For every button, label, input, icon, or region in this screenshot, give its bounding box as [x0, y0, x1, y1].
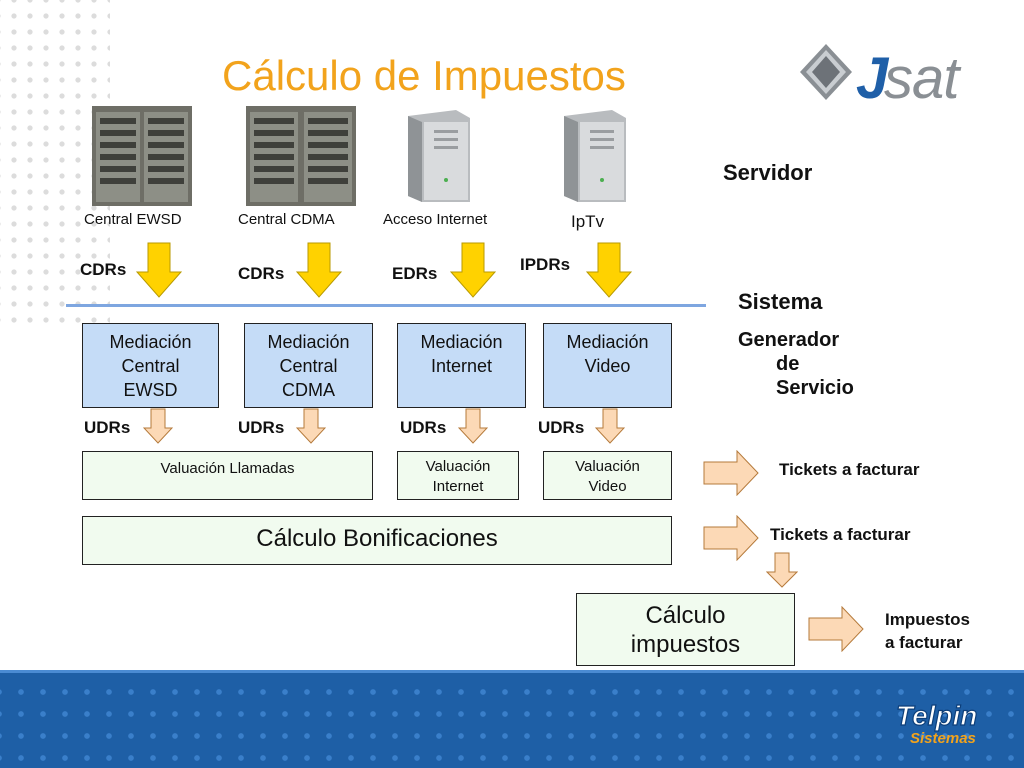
mediation-line: Mediación — [267, 332, 350, 352]
mediation-line: Central — [279, 356, 338, 376]
valuation-box-video: Valuación Video — [543, 451, 672, 500]
diamond-logo-icon — [800, 44, 852, 100]
telephone-exchange-cabinet-icon — [92, 106, 192, 206]
sistemas-logo-text: Sistemas — [910, 730, 976, 747]
bonificaciones-label: Cálculo Bonificaciones — [256, 525, 498, 552]
jsat-logo: J sat — [800, 44, 963, 111]
flow-label-udrs: UDRs — [238, 418, 285, 437]
system-separator-line — [66, 304, 706, 307]
label-servidor: Servidor — [723, 160, 813, 185]
label-generador: Generador — [738, 329, 840, 351]
mediation-line: Internet — [430, 356, 493, 376]
tickets-label: Tickets a facturar — [779, 460, 920, 479]
mediation-box-cdma: Mediación Central CDMA — [244, 323, 373, 408]
down-arrow-icon — [766, 552, 798, 588]
footer-band — [0, 673, 1024, 768]
svg-text:sat: sat — [884, 46, 962, 111]
device-label-ewsd: Central EWSD — [84, 211, 182, 228]
mediation-line: Central — [121, 356, 180, 376]
flow-label-ipdrs: IPDRs — [520, 255, 571, 274]
calculo-impuestos-label: Cálculo — [645, 602, 726, 629]
telpin-logo-text: Telpin — [896, 700, 977, 731]
device-label-iptv: IpTv — [571, 212, 605, 231]
mediation-line: Video — [584, 356, 631, 376]
mediation-line: EWSD — [123, 380, 178, 400]
valuation-label: Valuación — [575, 458, 640, 475]
right-arrow-icon — [703, 515, 759, 561]
footer-edge — [0, 670, 1024, 674]
calculo-impuestos-box: Cálculo impuestos — [576, 593, 795, 666]
down-arrow-icon — [450, 242, 496, 298]
mediation-box-internet: Mediación Internet — [397, 323, 526, 408]
impuestos-out-label: a facturar — [885, 633, 963, 652]
flow-label-udrs: UDRs — [538, 418, 585, 437]
telpin-logo: Telpin Sistemas — [895, 699, 978, 747]
decorative-dot-grid — [0, 0, 110, 330]
impuestos-out-label: Impuestos — [885, 610, 971, 629]
valuation-box-llamadas: Valuación Llamadas — [82, 451, 373, 500]
down-arrow-icon — [296, 242, 342, 298]
valuation-label: Valuación Llamadas — [160, 460, 295, 477]
valuation-label: Valuación — [425, 458, 491, 475]
svg-text:J: J — [856, 46, 890, 111]
page-title: Cálculo de Impuestos — [222, 52, 626, 99]
telephone-exchange-cabinet-icon — [246, 106, 356, 206]
flow-label-udrs: UDRs — [84, 418, 131, 437]
flow-label-udrs: UDRs — [400, 418, 447, 437]
down-arrow-icon — [296, 408, 326, 444]
device-label-internet: Acceso Internet — [383, 211, 488, 228]
valuation-box-internet: Valuación Internet — [397, 451, 519, 500]
flow-label-cdrs-ewsd: CDRs — [80, 260, 127, 279]
tower-server-icon — [408, 110, 470, 202]
down-arrow-icon — [136, 242, 182, 298]
right-arrow-icon — [808, 606, 864, 652]
mediation-line: Mediación — [109, 332, 192, 352]
device-label-cdma: Central CDMA — [238, 211, 335, 228]
flow-label-edrs: EDRs — [392, 264, 438, 283]
down-arrow-icon — [595, 408, 625, 444]
down-arrow-icon — [586, 242, 632, 298]
bonificaciones-box: Cálculo Bonificaciones — [82, 516, 672, 565]
mediation-line: CDMA — [282, 380, 335, 400]
down-arrow-icon — [458, 408, 488, 444]
label-de: de — [776, 353, 800, 375]
mediation-line: Mediación — [420, 332, 503, 352]
valuation-label: Internet — [432, 478, 484, 495]
right-arrow-icon — [703, 450, 759, 496]
tickets-label: Tickets a facturar — [770, 525, 911, 544]
label-servicio: Servicio — [776, 377, 854, 399]
label-sistema: Sistema — [738, 289, 823, 314]
mediation-box-ewsd: Mediación Central EWSD — [82, 323, 219, 408]
valuation-label: Video — [588, 478, 627, 495]
calculo-impuestos-label: impuestos — [630, 631, 741, 658]
mediation-line: Mediación — [566, 332, 649, 352]
down-arrow-icon — [143, 408, 173, 444]
tower-server-icon — [564, 110, 626, 202]
flow-label-cdrs-cdma: CDRs — [238, 264, 285, 283]
mediation-box-video: Mediación Video — [543, 323, 672, 408]
